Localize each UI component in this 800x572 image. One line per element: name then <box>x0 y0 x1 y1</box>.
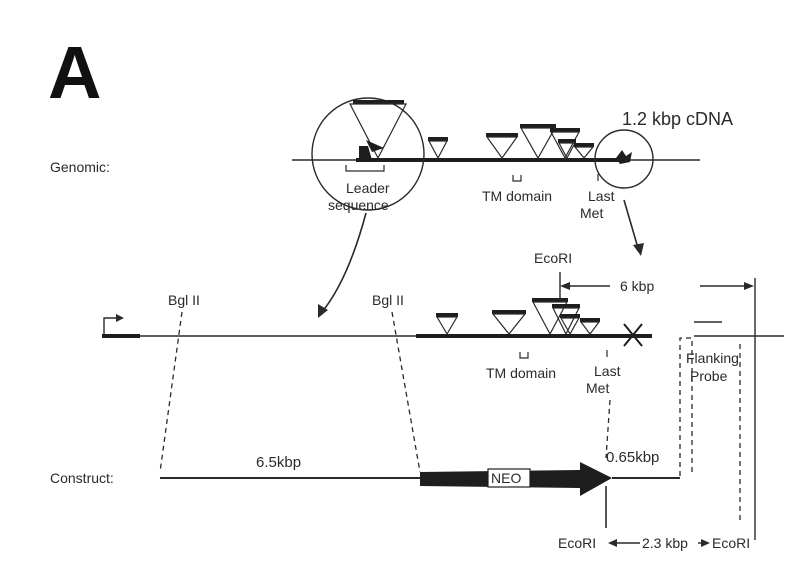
leader-bracket <box>345 165 385 172</box>
genomic-row-label: Genomic: <box>50 159 110 175</box>
fragment-label: 2.3 kbp <box>642 535 688 551</box>
leader-label-line2: sequence <box>328 197 389 213</box>
leader-to-locus-arrowhead <box>318 304 328 318</box>
last-met-label-line2: Met <box>580 205 603 221</box>
locus-last-met-line2: Met <box>586 380 609 396</box>
construct-row-label: Construct: <box>50 470 114 486</box>
fragment-arrowhead-left <box>608 539 617 547</box>
cdna-zoom-circle <box>594 129 654 189</box>
promoter-arrowhead <box>116 314 124 322</box>
tm-bracket <box>512 175 522 182</box>
genomic-row: Genomic: Leader sequence 1.2 kbp cDNA <box>50 97 733 221</box>
locus-exon-triangle-1 <box>435 316 459 336</box>
exon-triangle-5 <box>558 142 576 160</box>
locus-row: Bgl II Bgl II EcoRI 6 kbp TM domain Last <box>102 250 784 540</box>
locus-x-mark-b <box>623 323 643 347</box>
dash-flanking-bracket <box>679 337 693 476</box>
correspondence-lines <box>159 311 741 520</box>
locus-tm-bracket <box>519 352 529 359</box>
span-6kbp-arrowhead-right <box>744 282 754 290</box>
locus-exon-triangle-4 <box>552 307 580 336</box>
leader-small-triangle <box>366 140 384 152</box>
locus-exon-triangle-5 <box>559 317 581 336</box>
cdna-to-locus-arrowhead <box>633 243 644 256</box>
bgl-left-label: Bgl II <box>168 292 200 308</box>
bgl-right-label: Bgl II <box>372 292 404 308</box>
locus-exon-triangle-6 <box>579 321 601 335</box>
exon-triangle-3 <box>519 127 557 160</box>
leader-to-locus-arrow <box>321 212 367 313</box>
construct-right-arm-label: 0.65kbp <box>606 449 659 466</box>
promoter-arrow <box>103 317 118 334</box>
span-6kbp-label: 6 kbp <box>620 278 654 294</box>
leader-label-line1: Leader <box>346 180 390 196</box>
cdna-label: 1.2 kbp cDNA <box>622 109 733 129</box>
leader-exon-mark <box>359 146 372 160</box>
fragment-arrowhead-right <box>701 539 710 547</box>
dash-last-met <box>605 399 611 459</box>
flanking-probe-line1: Flanking <box>686 350 739 366</box>
cdna-to-locus-arrow <box>623 199 639 249</box>
exon-triangle-1 <box>428 140 448 160</box>
panel-label: A <box>48 31 101 114</box>
leader-zoom-circle <box>311 97 425 211</box>
locus-exon-triangle-2 <box>491 313 527 335</box>
construct-ecori-left-label: EcoRI <box>558 535 596 551</box>
exon-triangle-2 <box>485 136 519 160</box>
flanking-probe-line2: Probe <box>690 368 728 384</box>
locus-last-met-line1: Last <box>594 363 621 379</box>
leader-intron-triangle <box>349 103 407 160</box>
last-exon-mark <box>616 150 632 164</box>
construct-ecori-right-label: EcoRI <box>712 535 750 551</box>
last-met-label-line1: Last <box>588 188 615 204</box>
tm-domain-label: TM domain <box>482 188 552 204</box>
neo-label: NEO <box>491 470 521 486</box>
ecori-top-label: EcoRI <box>534 250 572 266</box>
construct-row: Construct: 6.5kbp NEO 0.65kbp EcoRI 2.3 … <box>50 449 750 551</box>
exon-triangle-4 <box>549 131 581 160</box>
locus-tm-domain-label: TM domain <box>486 365 556 381</box>
dash-bgl-right <box>391 311 421 473</box>
construct-left-arm-label: 6.5kbp <box>256 454 301 471</box>
neo-label-box <box>487 468 531 488</box>
exon-triangle-6 <box>573 146 595 159</box>
span-6kbp-arrowhead-left <box>560 282 570 290</box>
